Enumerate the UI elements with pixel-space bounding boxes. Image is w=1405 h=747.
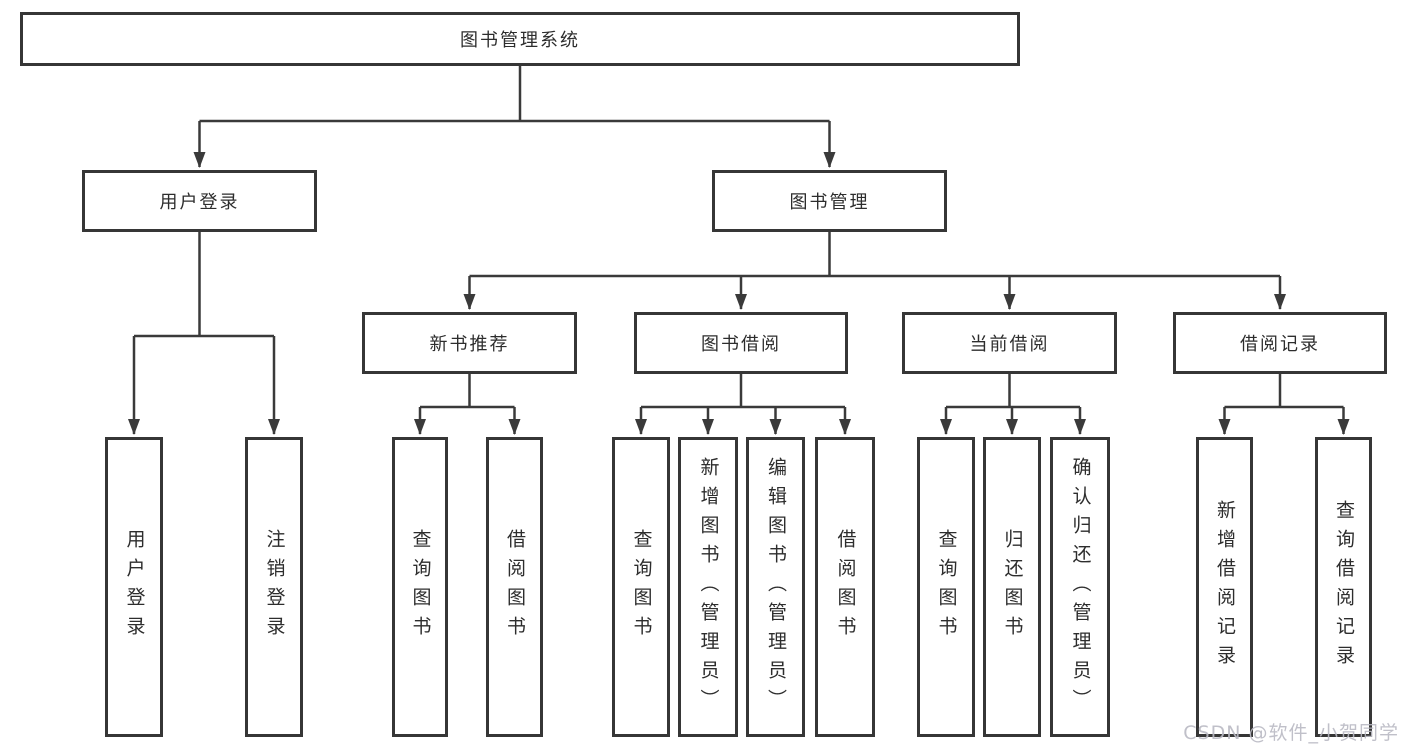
node-book-management-branch: 图书管理	[712, 170, 947, 232]
node-label: 编辑图书（管理员）	[765, 456, 787, 718]
node-label: 注销登录	[263, 529, 286, 645]
node-label: 查询借阅记录	[1333, 500, 1355, 674]
node-label: 新增借阅记录	[1214, 500, 1236, 674]
node-library-management-system: 图书管理系统	[20, 12, 1020, 66]
node-label: 当前借阅	[969, 334, 1050, 355]
node-label: 确认归还（管理员）	[1069, 456, 1092, 718]
leaf-user-login: 用户登录	[105, 437, 163, 737]
node-label: 借阅图书	[834, 529, 857, 645]
leaf-add-books-admin: 新增图书（管理员）	[678, 437, 738, 737]
leaf-borrow-books-1: 借阅图书	[486, 437, 543, 737]
node-label: 借阅图书	[504, 529, 526, 645]
leaf-confirm-return-admin: 确认归还（管理员）	[1050, 437, 1110, 737]
node-label: 查询图书	[935, 529, 958, 645]
node-new-book-recommendation: 新书推荐	[362, 312, 577, 374]
node-label: 新书推荐	[429, 334, 510, 355]
node-user-login-branch: 用户登录	[82, 170, 317, 232]
node-label: 图书管理系统	[460, 30, 580, 51]
node-borrowing-records: 借阅记录	[1173, 312, 1387, 374]
node-label: 借阅记录	[1240, 334, 1320, 355]
node-label: 归还图书	[1001, 529, 1024, 645]
leaf-edit-books-admin: 编辑图书（管理员）	[746, 437, 805, 737]
node-label: 新增图书（管理员）	[697, 456, 720, 718]
leaf-borrow-books-2: 借阅图书	[815, 437, 875, 737]
leaf-query-books-3: 查询图书	[917, 437, 975, 737]
leaf-return-books: 归还图书	[983, 437, 1041, 737]
node-label: 用户登录	[123, 529, 146, 645]
leaf-query-books-2: 查询图书	[612, 437, 670, 737]
node-label: 图书借阅	[701, 334, 781, 355]
csdn-watermark: CSDN @软件_小贺同学	[1183, 722, 1399, 744]
node-label: 用户登录	[159, 192, 240, 213]
node-book-borrowing: 图书借阅	[634, 312, 848, 374]
node-current-borrowing: 当前借阅	[902, 312, 1117, 374]
leaf-add-borrow-record: 新增借阅记录	[1196, 437, 1253, 737]
node-label: 图书管理	[789, 192, 870, 213]
node-label: 查询图书	[409, 529, 432, 645]
leaf-logout: 注销登录	[245, 437, 303, 737]
leaf-query-borrow-record: 查询借阅记录	[1315, 437, 1372, 737]
leaf-query-books-1: 查询图书	[392, 437, 448, 737]
node-label: 查询图书	[630, 529, 653, 645]
